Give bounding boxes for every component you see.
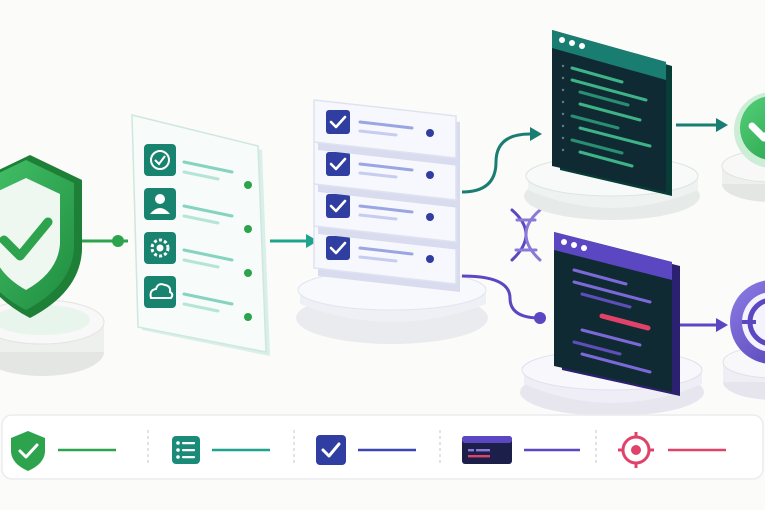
connector-to-success xyxy=(676,118,728,132)
checkbox-icon xyxy=(326,236,350,260)
checklist-row xyxy=(144,188,252,233)
checkbox-icon xyxy=(326,110,350,134)
connector-2 xyxy=(270,234,318,248)
user-icon xyxy=(150,194,170,214)
shield-icon xyxy=(0,155,82,318)
cloud-icon xyxy=(149,283,174,299)
success-badge xyxy=(721,92,765,202)
legend-item-terminal xyxy=(462,436,580,464)
legend-item-checkbox xyxy=(316,435,416,465)
shield-check-icon xyxy=(11,431,45,471)
arrow-right-icon xyxy=(530,127,542,141)
connector-node xyxy=(534,312,546,324)
check-mark-icon xyxy=(748,122,765,142)
checkbox-icon xyxy=(326,152,350,176)
error-highlight xyxy=(599,313,651,331)
dna-icon xyxy=(510,208,542,262)
code-window-green xyxy=(524,30,700,220)
checkbox-icon xyxy=(326,194,350,218)
target-icon xyxy=(618,432,654,468)
checklist-panel xyxy=(131,114,270,356)
arrow-right-icon xyxy=(306,234,318,248)
legend-item-shield xyxy=(11,431,116,471)
test-card xyxy=(313,99,460,166)
legend-item-list xyxy=(172,436,270,464)
checklist-row xyxy=(144,144,252,189)
connector-branch-top xyxy=(461,127,542,194)
connector-node xyxy=(112,235,124,247)
checklist-row xyxy=(144,232,252,277)
checkbox-icon xyxy=(316,435,346,465)
connector-to-target xyxy=(680,318,728,332)
check-circle-icon xyxy=(150,150,170,170)
shield-stage xyxy=(0,155,105,376)
target-badge xyxy=(722,280,765,400)
check-mark-icon xyxy=(0,217,53,261)
connector-1 xyxy=(82,235,128,247)
connector-branch-bottom xyxy=(461,274,546,324)
checklist-row xyxy=(144,276,252,321)
code-window-purple xyxy=(520,232,704,416)
test-cards xyxy=(313,99,460,292)
gear-icon xyxy=(150,238,170,258)
legend-item-target xyxy=(618,432,726,468)
arrow-right-icon xyxy=(716,318,728,332)
arrow-right-icon xyxy=(716,118,728,132)
legend-bar xyxy=(1,414,764,480)
